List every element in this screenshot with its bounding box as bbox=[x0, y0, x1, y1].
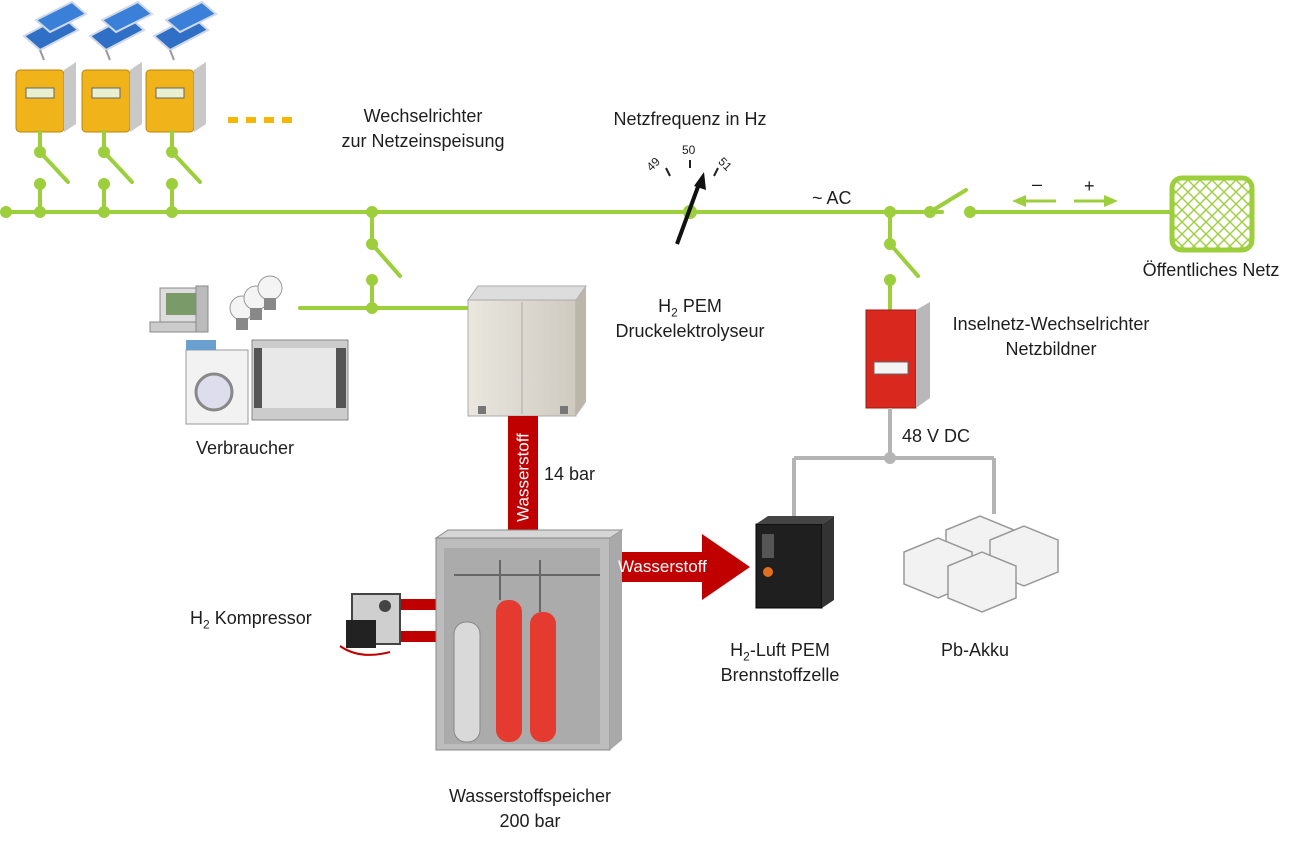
island-inverter-label-line2: Netzbildner bbox=[1005, 339, 1097, 359]
public-grid-label: Öffentliches Netz bbox=[1142, 260, 1280, 280]
storage-label-line1: Wasserstoffspeicher bbox=[448, 786, 612, 806]
frequency-title: Netzfrequenz in Hz bbox=[613, 109, 767, 129]
electrolyzer-label: H2 PEM Druckelektrolyseur bbox=[590, 294, 790, 344]
hydrogen-vertical-label: Wasserstoff bbox=[513, 433, 533, 522]
frequency-gauge bbox=[665, 160, 719, 245]
public-grid-icon bbox=[1169, 175, 1255, 253]
hydrogen-horizontal-label: Wasserstoff bbox=[618, 557, 707, 576]
inverter-3 bbox=[145, 62, 206, 133]
minus-label: – bbox=[1032, 174, 1043, 194]
fuelcell-label-line2: Brennstoffzelle bbox=[720, 665, 840, 685]
hydrogen-storage-cabinet bbox=[434, 529, 624, 751]
solar-panels bbox=[22, 0, 218, 61]
solar-panel-2 bbox=[88, 0, 154, 61]
solar-panel-1 bbox=[22, 0, 88, 61]
dc-label: 48 V DC bbox=[902, 426, 971, 446]
inverters-label: Wechselrichter zur Netzeinspeisung bbox=[318, 104, 528, 154]
freq-tick-50: 50 bbox=[682, 143, 696, 157]
grid-flow-arrows bbox=[1012, 195, 1118, 207]
plus-label: + bbox=[1084, 176, 1095, 196]
electrolyzer-label-line2: Druckelektrolyseur bbox=[615, 321, 765, 341]
storage-label-line2: 200 bar bbox=[499, 811, 561, 831]
hydrogen-pipes bbox=[400, 416, 750, 642]
inverters-label-line1: Wechselrichter bbox=[363, 106, 483, 126]
compressor-label: H2 Kompressor bbox=[190, 608, 312, 632]
more-inverters-dots bbox=[228, 117, 292, 123]
consumer-devices bbox=[149, 275, 349, 425]
fuelcell-label-line1: H2-Luft PEM bbox=[730, 640, 830, 664]
inverters-label-line2: zur Netzeinspeisung bbox=[341, 131, 505, 151]
compressor-device bbox=[339, 593, 401, 656]
island-inverter-label-line1: Inselnetz-Wechselrichter bbox=[952, 314, 1150, 334]
bus-nodes bbox=[0, 146, 976, 314]
solar-panel-3 bbox=[152, 0, 218, 61]
dc-node bbox=[884, 452, 896, 464]
pressure-low-label: 14 bar bbox=[544, 464, 596, 484]
inverter-1 bbox=[15, 62, 76, 133]
electrolyzer-cabinet bbox=[467, 285, 587, 417]
ac-label: ~ AC bbox=[812, 188, 852, 208]
battery-bank bbox=[903, 515, 1059, 613]
electrolyzer-label-line1: H2 PEM bbox=[658, 296, 722, 320]
inverter-2 bbox=[81, 62, 142, 133]
fuel-cell-device bbox=[755, 516, 834, 609]
ac-bus bbox=[4, 130, 1172, 310]
consumer-label: Verbraucher bbox=[195, 438, 295, 458]
battery-label: Pb-Akku bbox=[940, 640, 1010, 660]
fuelcell-label: H2-Luft PEM Brennstoffzelle bbox=[700, 638, 860, 688]
feed-in-inverters bbox=[15, 62, 206, 133]
island-inverter-device bbox=[865, 302, 930, 409]
island-inverter-label: Inselnetz-Wechselrichter Netzbildner bbox=[936, 312, 1166, 362]
storage-label: Wasserstoffspeicher 200 bar bbox=[420, 784, 640, 834]
